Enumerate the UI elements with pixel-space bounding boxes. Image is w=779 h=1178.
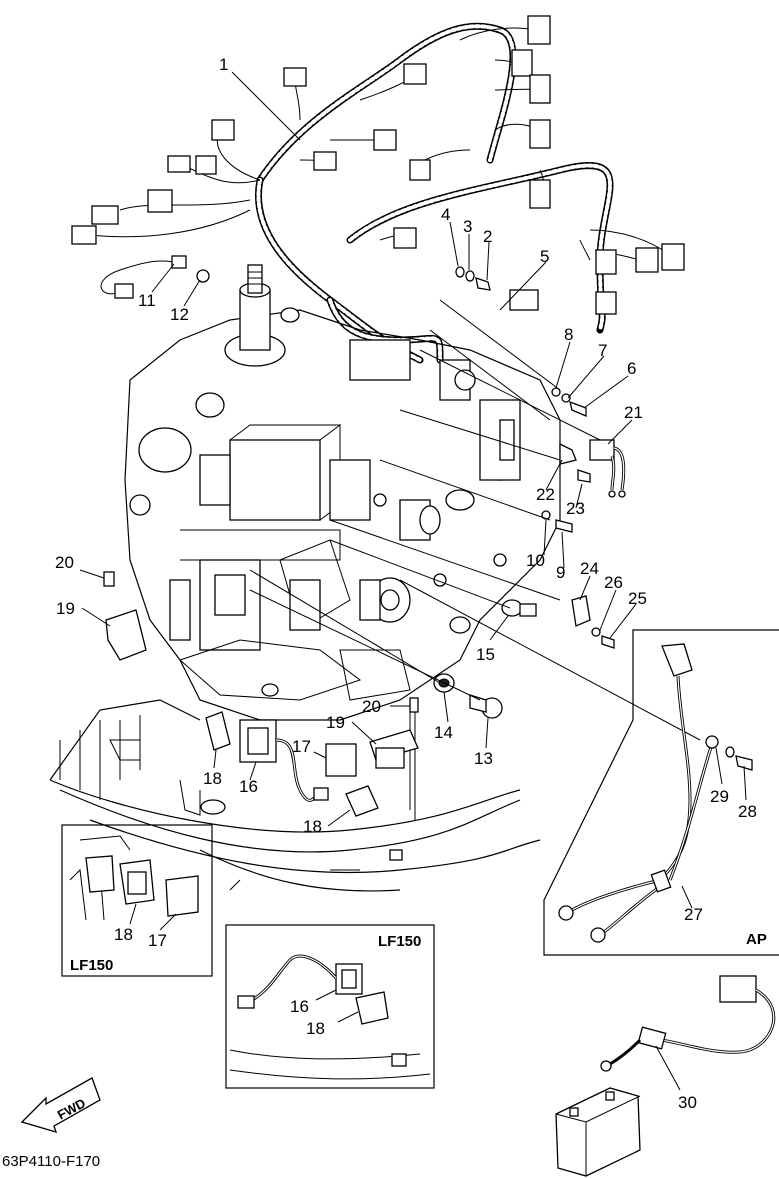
callout-14: 14 [434,723,453,742]
ap-label: AP [746,931,767,948]
callout-17: 17 [292,737,311,756]
callout-29: 29 [710,787,729,806]
inset-callouts: 18 17 16 18 [114,925,325,1038]
callout-9: 9 [556,563,565,582]
callout-20: 20 [55,553,74,572]
callout-21: 21 [624,403,643,422]
callout-18: 18 [203,769,222,788]
callout-leaders [79,71,701,827]
callout-1: 1 [219,55,228,74]
callout-8: 8 [564,325,573,344]
callout-5: 5 [540,247,549,266]
callout-22: 22 [536,485,555,504]
callout-2: 2 [483,227,492,246]
lf150-left-label: LF150 [70,957,113,974]
callout-6: 6 [627,359,636,378]
callout-19: 19 [56,599,75,618]
engine-block [124,264,561,721]
lf150-left-callout-18: 18 [114,925,133,944]
callout-7: 7 [598,341,607,360]
callout-30: 30 [678,1093,697,1112]
callout-19-b: 19 [326,713,345,732]
callout-16: 16 [239,777,258,796]
lf150-center-inset [225,924,435,1089]
ap-inset [543,629,779,956]
callout-11: 11 [138,291,156,310]
callout-4: 4 [441,205,450,224]
callout-13: 13 [474,749,493,768]
callout-20-b: 20 [362,697,381,716]
lf150-left-callout-17: 17 [148,931,167,950]
small-parts [103,266,626,817]
wire-harness [71,15,685,381]
callout-26: 26 [604,573,623,592]
lf150-center-callout-16: 16 [290,997,309,1016]
callout-23: 23 [566,499,585,518]
lf150-left-inset [61,824,213,977]
battery-cable [555,975,776,1177]
callout-12: 12 [170,305,189,324]
callout-15: 15 [476,645,495,664]
callout-24: 24 [580,559,599,578]
lf150-center-label: LF150 [378,933,421,950]
callout-numbers: 1 2 3 4 5 6 7 8 9 10 11 12 13 14 15 16 1… [55,55,757,1112]
callout-28: 28 [738,802,757,821]
part-code: 63P4110-F170 [2,1153,100,1170]
callout-10: 10 [526,551,545,570]
callout-27: 27 [684,905,703,924]
fwd-arrow-icon: FWD [20,1077,101,1133]
callout-25: 25 [628,589,647,608]
callout-18-b: 18 [303,817,322,836]
lower-cowling [49,699,541,892]
callout-3: 3 [463,217,472,236]
lf150-center-callout-18: 18 [306,1019,325,1038]
